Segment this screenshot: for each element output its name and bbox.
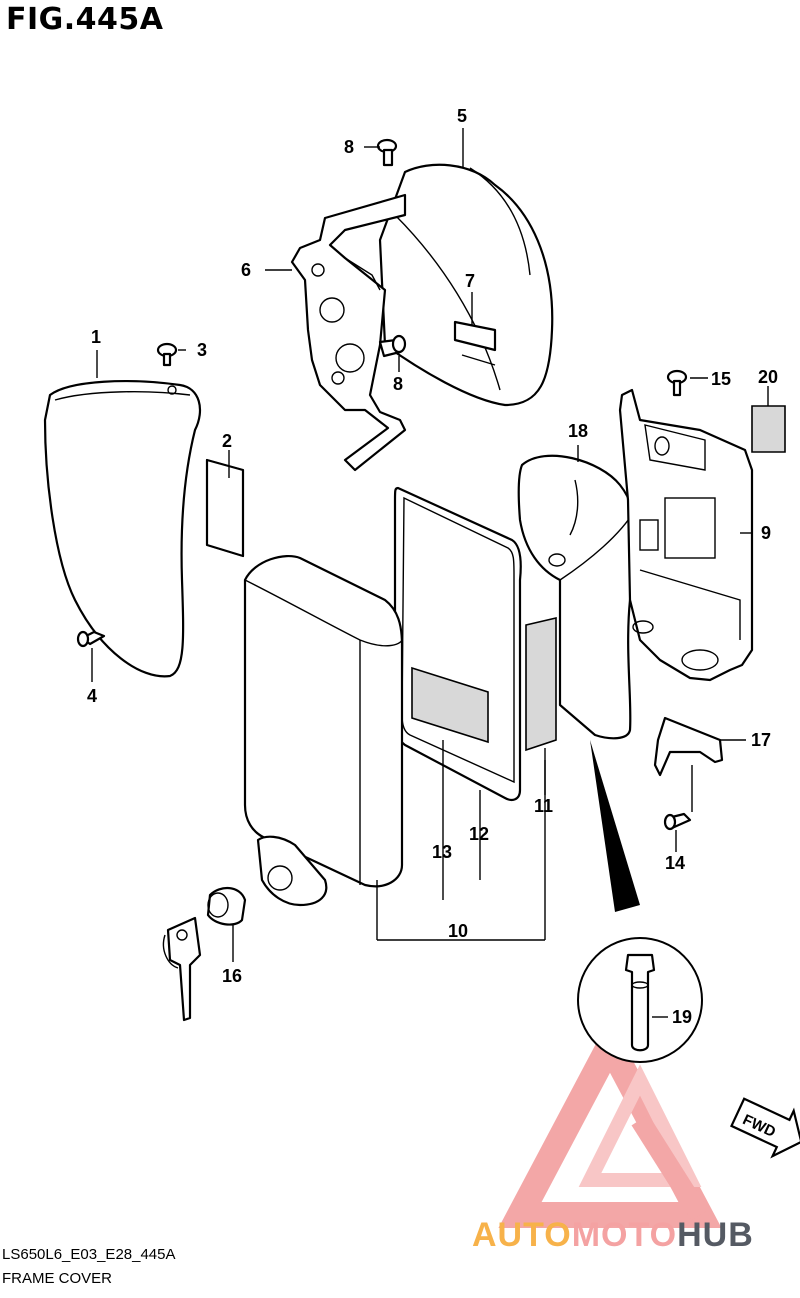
watermark-auto: AUTO [472, 1216, 572, 1254]
figure-title: FIG.445A [6, 2, 164, 37]
callout-18: 18 [568, 421, 588, 441]
callout-8-mid: 8 [393, 374, 403, 394]
figure-code: LS650L6_E03_E28_445A [2, 1246, 176, 1263]
part-5-upper-cover [378, 163, 554, 407]
callout-17: 17 [751, 730, 771, 750]
part-11-pad [525, 616, 557, 752]
watermark-moto: MOTO [571, 1216, 678, 1254]
fwd-arrow: FWD [730, 1097, 800, 1159]
part-20-pad [751, 405, 786, 453]
callout-19: 19 [672, 1007, 692, 1027]
callout-11: 11 [534, 796, 553, 816]
screw-8-top [376, 138, 398, 167]
callout-16: 16 [222, 966, 242, 986]
callout-10: 10 [448, 921, 468, 941]
callout-12: 12 [469, 824, 489, 844]
detail-circle-19 [577, 740, 703, 1063]
part-1-side-cover [43, 380, 202, 678]
part-16-lock-set [162, 835, 328, 1022]
part-9-bracket [618, 388, 754, 682]
callout-20: 20 [758, 367, 778, 387]
screw-15 [666, 369, 688, 397]
callout-14: 14 [665, 853, 685, 873]
callout-4: 4 [87, 686, 97, 706]
watermark-logo [498, 1017, 722, 1228]
callout-5: 5 [457, 106, 467, 126]
callout-13: 13 [432, 842, 452, 862]
part-6-bracket [290, 193, 407, 472]
callout-9: 9 [761, 523, 771, 543]
watermark-text: AUTOMOTOHUB [472, 1216, 754, 1255]
watermark-hub: HUB [677, 1216, 754, 1254]
part-10-box-cover [243, 554, 404, 888]
part-12-seal-frame [393, 486, 522, 801]
callout-7: 7 [465, 271, 475, 291]
callout-6: 6 [241, 260, 251, 280]
screw-8-mid [378, 334, 407, 358]
callout-15: 15 [711, 369, 731, 389]
screw-14 [663, 812, 692, 831]
callout-8-top: 8 [344, 137, 354, 157]
screw-3 [156, 342, 178, 367]
part-17-clip [653, 716, 724, 777]
callout-2: 2 [222, 431, 232, 451]
figure-name: FRAME COVER [2, 1270, 113, 1287]
part-2-pad [205, 458, 245, 558]
screw-4 [76, 630, 106, 648]
part-13-label [411, 666, 489, 744]
callout-3: 3 [197, 340, 207, 360]
callout-1: 1 [91, 327, 101, 347]
leader-lines [91, 128, 769, 1018]
